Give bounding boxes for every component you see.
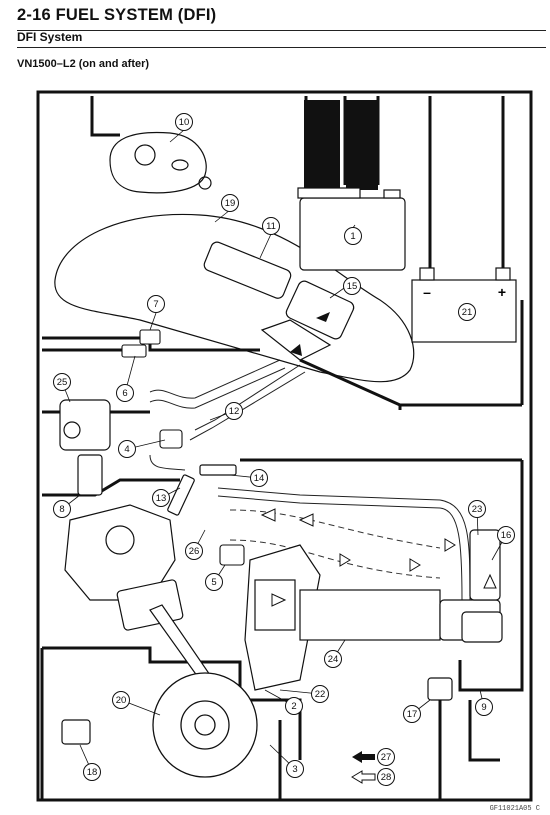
callout-27: 27	[377, 748, 395, 766]
airflow-arrows	[260, 508, 497, 607]
bottom-sensors	[61, 677, 453, 745]
solid-arrow-icon	[352, 751, 375, 763]
callout-labels: 1234567891011121314151617181920212223242…	[53, 113, 515, 786]
battery-positive-symbol: +	[498, 284, 506, 300]
pump-flow-arrows	[290, 312, 330, 356]
callout-number: 28	[381, 772, 392, 783]
callout-number: 4	[124, 444, 129, 455]
battery-negative-symbol: –	[423, 284, 431, 300]
callout-22: 22	[311, 685, 329, 703]
callout-number: 6	[122, 388, 127, 399]
piston-crank	[116, 579, 211, 681]
callout-number: 2	[291, 701, 296, 712]
callout-16: 16	[497, 526, 515, 544]
model-label: VN1500–L2 (on and after)	[17, 58, 150, 70]
fuel-tank	[54, 213, 415, 383]
callout-number: 23	[472, 504, 483, 515]
hollow-arrow-icon	[351, 770, 376, 784]
callout-number: 1	[350, 231, 355, 242]
idle-control-valves	[461, 529, 503, 643]
callout-number: 5	[211, 577, 216, 588]
callout-7: 7	[147, 295, 165, 313]
callout-10: 10	[175, 113, 193, 131]
callout-23: 23	[468, 500, 486, 518]
callout-17: 17	[403, 705, 421, 723]
callout-19: 19	[221, 194, 239, 212]
callout-4: 4	[118, 440, 136, 458]
callout-1: 1	[344, 227, 362, 245]
callout-25: 25	[53, 373, 71, 391]
sensors	[121, 329, 245, 566]
callout-5: 5	[205, 573, 223, 591]
callout-11: 11	[262, 217, 280, 235]
callout-26: 26	[185, 542, 203, 560]
callout-8: 8	[53, 500, 71, 518]
engine-head	[64, 464, 237, 601]
legend	[351, 751, 376, 784]
callout-number: 17	[407, 709, 418, 720]
callout-number: 12	[229, 406, 240, 417]
callout-number: 19	[225, 198, 236, 209]
timing-rotor	[152, 672, 258, 778]
callout-number: 24	[328, 654, 339, 665]
callout-15: 15	[343, 277, 361, 295]
page-title: 2-16 FUEL SYSTEM (DFI)	[17, 6, 217, 24]
callout-6: 6	[116, 384, 134, 402]
callout-number: 15	[347, 281, 358, 292]
callout-9: 9	[475, 698, 493, 716]
section-subtitle: DFI System	[17, 30, 83, 44]
callout-3: 3	[286, 760, 304, 778]
header-rule	[17, 30, 546, 31]
callout-number: 26	[189, 546, 200, 557]
callout-number: 21	[462, 307, 473, 318]
callout-number: 3	[292, 764, 297, 775]
callout-28: 28	[377, 768, 395, 786]
callout-number: 9	[481, 702, 486, 713]
callout-13: 13	[152, 489, 170, 507]
throttle-assembly	[59, 399, 111, 496]
callout-number: 16	[501, 530, 512, 541]
callout-21: 21	[458, 303, 476, 321]
figure-code: GF11021A05 C	[489, 805, 540, 813]
callout-number: 22	[315, 689, 326, 700]
callout-number: 14	[254, 473, 265, 484]
callout-number: 8	[59, 504, 64, 515]
callout-number: 25	[57, 377, 68, 388]
harness-connector-blocks	[304, 100, 378, 190]
callout-18: 18	[83, 763, 101, 781]
callout-number: 11	[266, 221, 276, 232]
fuel-pump-assembly	[203, 241, 355, 361]
subtitle-rule	[17, 47, 546, 48]
callout-14: 14	[250, 469, 268, 487]
callout-number: 13	[156, 493, 167, 504]
callout-number: 10	[179, 117, 190, 128]
meter-unit	[109, 131, 212, 194]
diagram-frame	[36, 90, 533, 802]
callout-number: 7	[153, 299, 158, 310]
callout-20: 20	[112, 691, 130, 709]
callout-12: 12	[225, 402, 243, 420]
airflow-dashed-lines	[229, 509, 441, 579]
battery-terminal-symbols: – +	[423, 284, 506, 300]
callout-number: 20	[116, 695, 127, 706]
callout-2: 2	[285, 697, 303, 715]
callout-number: 27	[381, 752, 392, 763]
callout-24: 24	[324, 650, 342, 668]
callout-number: 18	[87, 767, 98, 778]
